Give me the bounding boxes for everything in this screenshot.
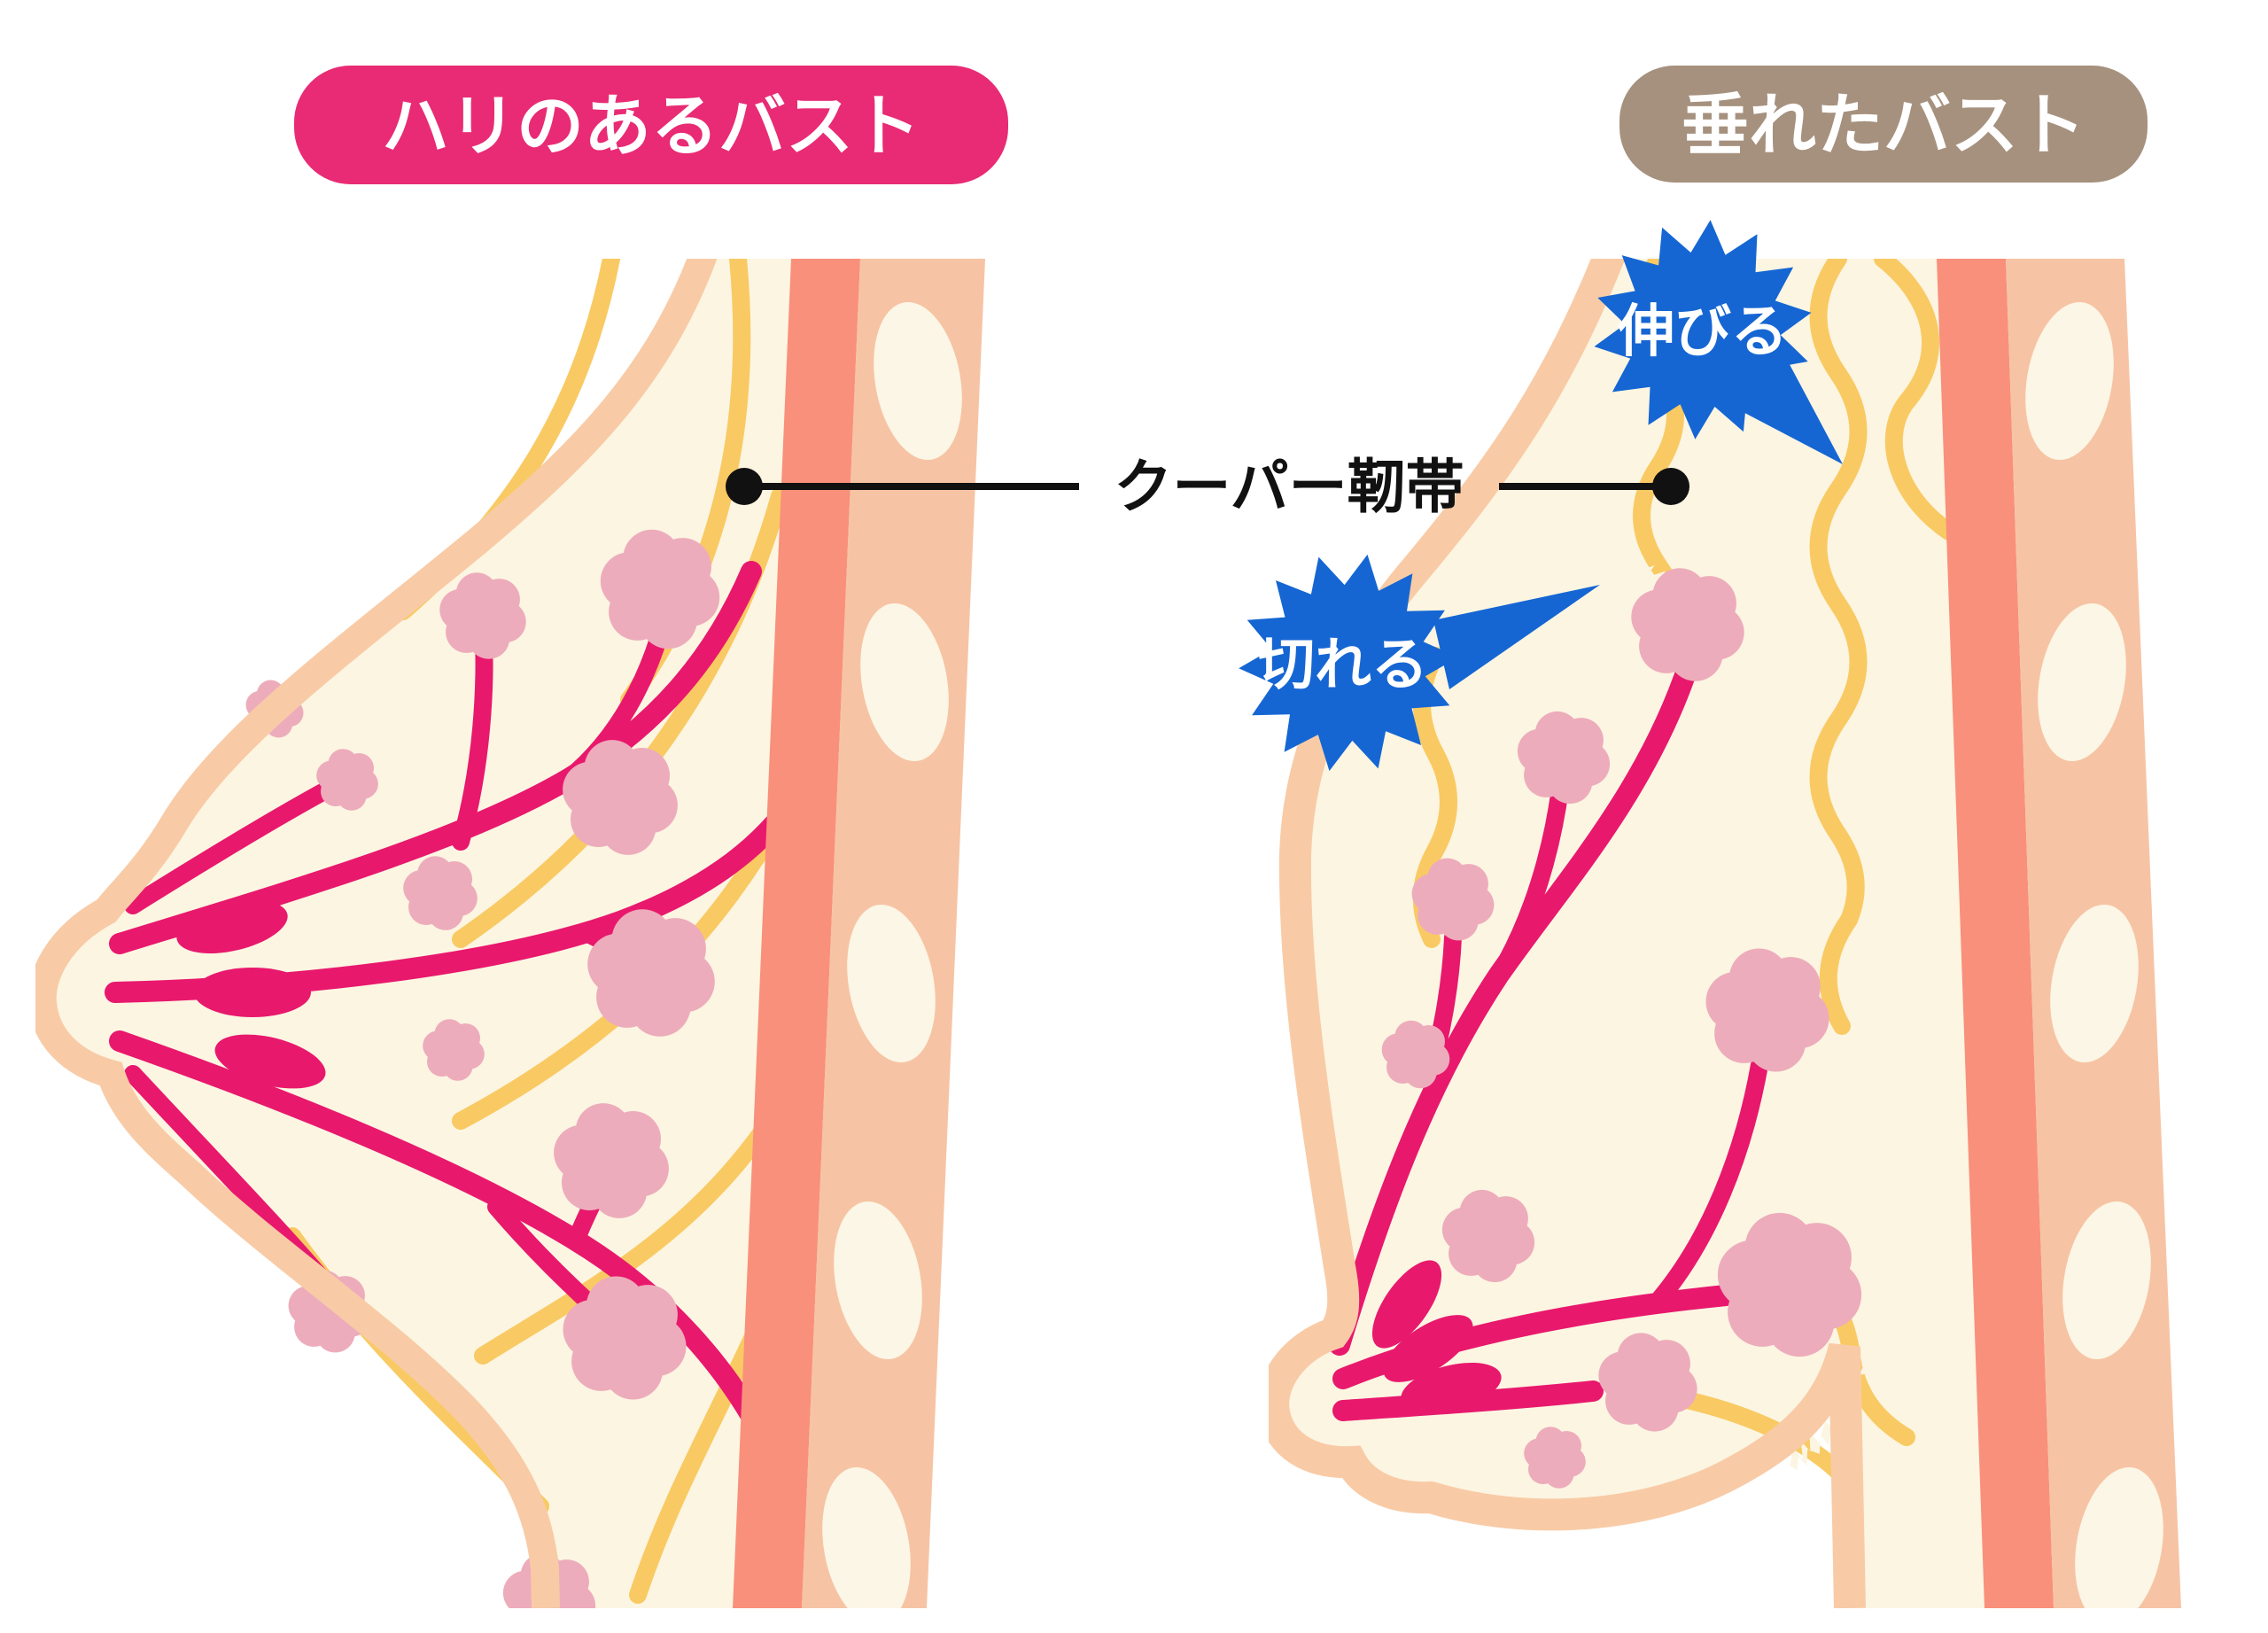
lobule-lobe xyxy=(1744,1239,1836,1331)
tear-callout-text: 切れる xyxy=(1258,633,1428,696)
lobule-lobe xyxy=(1651,588,1724,661)
sagging-label-capsule: 垂れたバスト xyxy=(1619,66,2148,183)
sagging-breast-panel xyxy=(1269,259,2181,1608)
lobule-lobe xyxy=(433,1030,474,1070)
muscle-band xyxy=(733,259,860,1608)
stretch-callout-text: 伸びる xyxy=(1617,299,1788,363)
tear-callout-star: 切れる xyxy=(1239,554,1600,772)
rib-oval xyxy=(2050,904,2139,1063)
lobule-lobe xyxy=(1426,873,1480,926)
annotation-dot-left xyxy=(726,468,763,505)
duct-sinus xyxy=(214,1034,326,1089)
rib-oval xyxy=(2075,1466,2163,1608)
firm-capsule-bg xyxy=(294,66,1008,184)
rib-oval xyxy=(860,603,949,762)
annotation-dot-right xyxy=(1652,468,1689,505)
firm-label-capsule: ハリのあるバスト xyxy=(294,66,1008,184)
firm-breast-panel xyxy=(35,259,985,1608)
sagging-capsule-bg xyxy=(1619,66,2148,183)
lobule-lobe xyxy=(585,1298,664,1378)
chest-wall-firm xyxy=(733,259,985,1608)
duct-sinus xyxy=(1383,1315,1473,1382)
stretch-callout-burst xyxy=(1594,220,1812,439)
lobule-lobe xyxy=(622,551,698,627)
lobule-lobe xyxy=(416,869,464,917)
lobule-lobe xyxy=(610,932,692,1014)
lobule-lobe xyxy=(1534,1437,1575,1478)
stretch-callout-star: 伸びる xyxy=(1594,220,1843,464)
rib-oval xyxy=(2062,1201,2151,1360)
rib-oval xyxy=(874,301,962,461)
tear-callout-burst xyxy=(1239,554,1458,772)
lobule-lobe xyxy=(1616,1350,1680,1414)
cooper-ligament-annotation: クーパー靭帯 xyxy=(726,454,1689,519)
duct-sinus xyxy=(194,968,311,1017)
lobule-lobe xyxy=(583,760,657,835)
lobule-lobe xyxy=(1534,727,1594,788)
chest-wall-sagging xyxy=(1937,259,2181,1608)
cooper-ligament-label: クーパー靭帯 xyxy=(1114,454,1464,519)
lobule-lobe xyxy=(1394,1032,1438,1077)
rib-oval xyxy=(2038,603,2126,762)
lobule-lobe xyxy=(574,1124,649,1198)
duct-sinus xyxy=(1371,1260,1442,1349)
rib-oval xyxy=(834,1201,922,1360)
lobule-lobe xyxy=(327,759,368,800)
rib-oval xyxy=(822,1466,911,1608)
muscle-band xyxy=(1937,259,2054,1608)
sagging-capsule-text: 垂れたバスト xyxy=(1682,89,2085,164)
milk-ducts-sagging xyxy=(1329,665,1768,1421)
lobule-lobe xyxy=(454,587,511,644)
rib-oval xyxy=(847,904,936,1063)
duct-sinus xyxy=(176,900,288,953)
rib-oval xyxy=(2025,301,2114,461)
lobule-lobe xyxy=(1728,970,1807,1050)
lobules-sagging xyxy=(1381,568,1862,1489)
firm-breast-skin-outline xyxy=(35,259,718,1608)
tear-callout-tail xyxy=(1433,585,1600,689)
duct-sinus xyxy=(1401,1362,1502,1413)
firm-capsule-text: ハリのあるバスト xyxy=(382,89,920,165)
lobule-lobe xyxy=(1458,1206,1518,1266)
